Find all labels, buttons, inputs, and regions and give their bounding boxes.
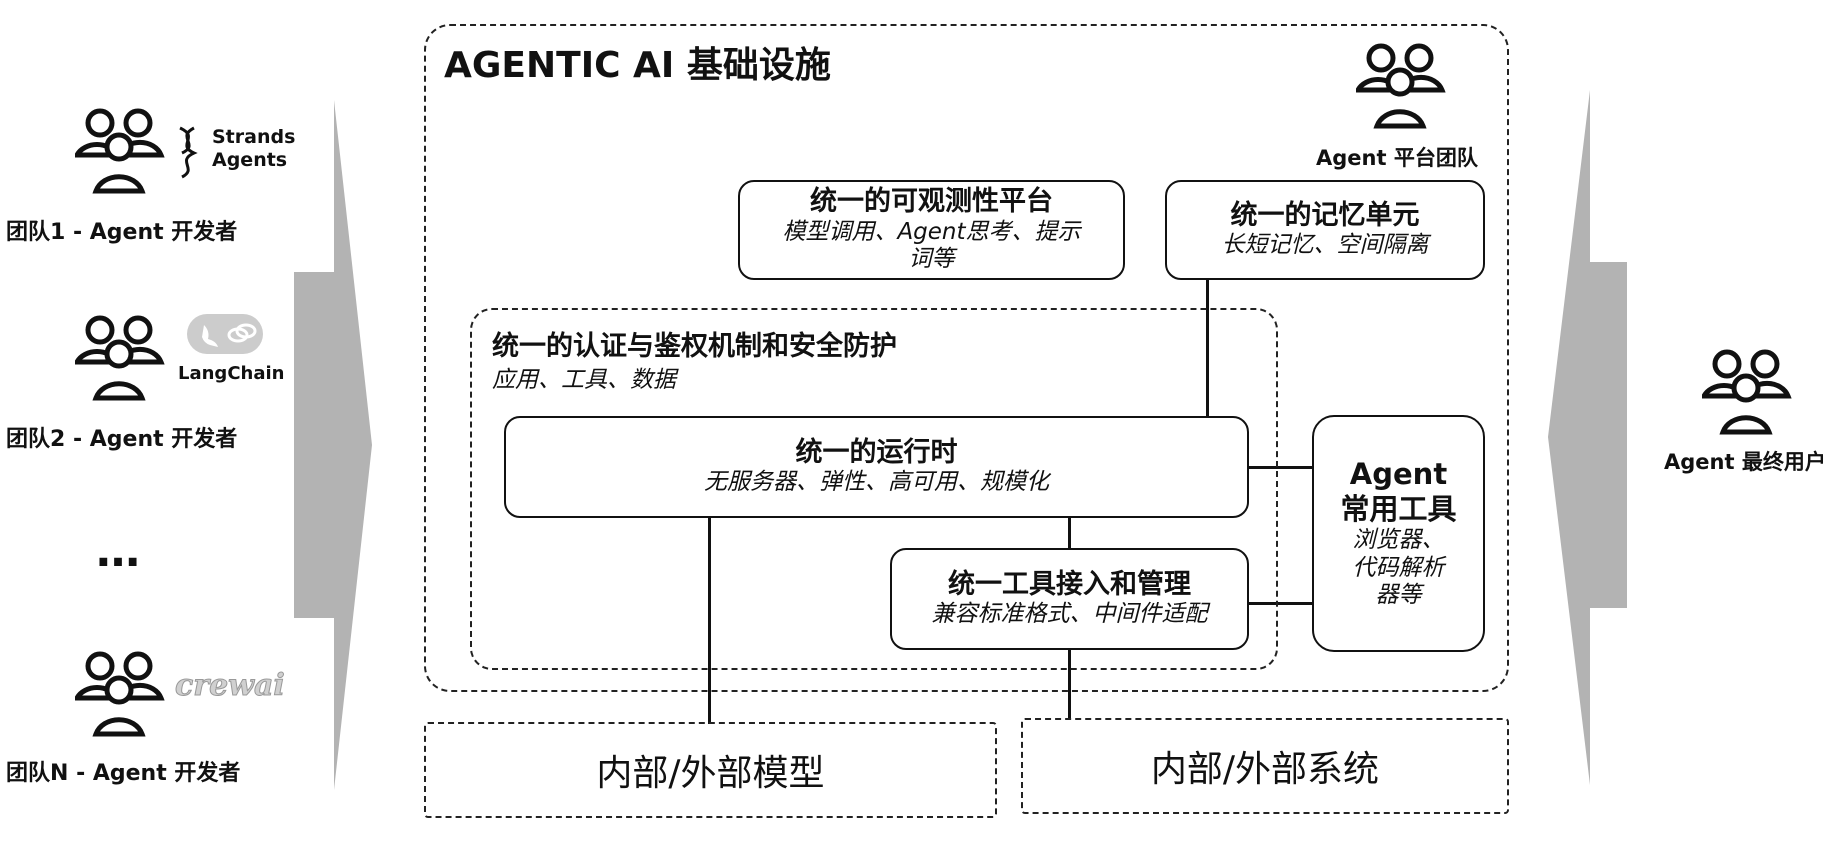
memory-unit-box: 统一的记忆单元 长短记忆、空间隔离	[1165, 180, 1485, 280]
auth-subtitle: 应用、工具、数据	[492, 367, 676, 393]
observability-subtitle-line1: 模型调用、Agent思考、提示	[782, 218, 1081, 245]
observability-subtitle-line2: 词等	[908, 246, 955, 273]
runtime-subtitle: 无服务器、弹性、高可用、规模化	[704, 469, 1049, 496]
models-label: 内部/外部模型	[596, 753, 825, 794]
auth-security-container	[470, 308, 1278, 670]
memory-subtitle: 长短记忆、空间隔离	[1221, 232, 1429, 259]
systems-box: 内部/外部系统	[1021, 718, 1509, 814]
end-users-icon	[1702, 346, 1792, 436]
platform-team-icon	[1356, 40, 1446, 130]
teamn-people-icon	[75, 648, 165, 738]
toolmgmt-systems-connector	[1068, 648, 1071, 720]
more-teams-ellipsis: …	[96, 526, 140, 577]
strands-logo-icon	[179, 126, 198, 179]
end-users-label: Agent 最终用户	[1664, 450, 1826, 474]
systems-label: 内部/外部系统	[1150, 749, 1380, 790]
runtime-models-connector	[708, 516, 711, 724]
memory-runtime-connector	[1206, 278, 1209, 418]
common-tools-title-line1: Agent	[1349, 457, 1448, 492]
runtime-title: 统一的运行时	[795, 437, 958, 468]
common-tools-title-line2: 常用工具	[1340, 492, 1457, 527]
langchain-logo-icon	[187, 314, 263, 354]
crewai-logo: crewai	[175, 668, 286, 704]
runtime-tools-connector	[1247, 466, 1314, 469]
runtime-box: 统一的运行时 无服务器、弹性、高可用、规模化	[504, 416, 1249, 518]
tool-management-box: 统一工具接入和管理 兼容标准格式、中间件适配	[890, 548, 1249, 650]
team2-people-icon	[75, 312, 165, 402]
common-tools-subtitle-line2: 代码解析	[1352, 554, 1445, 581]
observability-platform-box: 统一的可观测性平台 模型调用、Agent思考、提示 词等	[738, 180, 1125, 280]
models-box: 内部/外部模型	[424, 722, 997, 818]
team2-label: 团队2 - Agent 开发者	[6, 427, 238, 452]
auth-title: 统一的认证与鉴权机制和安全防护	[492, 331, 897, 362]
langchain-logo-text: LangChain	[178, 363, 285, 384]
platform-team-label: Agent 平台团队	[1316, 146, 1478, 170]
team1-people-icon	[75, 105, 165, 195]
common-tools-subtitle-line1: 浏览器、	[1352, 526, 1445, 553]
strands-logo-text: Strands Agents	[212, 126, 296, 171]
tool-management-subtitle: 兼容标准格式、中间件适配	[931, 601, 1208, 628]
memory-title: 统一的记忆单元	[1230, 200, 1420, 231]
infrastructure-title: AGENTIC AI 基础设施	[444, 45, 831, 86]
toolmgmt-tools-connector	[1247, 602, 1314, 605]
infrastructure-container	[424, 24, 1509, 692]
team1-label: 团队1 - Agent 开发者	[6, 220, 238, 245]
tool-management-title: 统一工具接入和管理	[948, 569, 1191, 600]
common-tools-subtitle-line3: 器等	[1375, 582, 1422, 609]
observability-title: 统一的可观测性平台	[810, 186, 1053, 218]
common-tools-box: Agent 常用工具 浏览器、 代码解析 器等	[1312, 415, 1485, 652]
teamn-label: 团队N - Agent 开发者	[6, 761, 241, 786]
runtime-toolmgmt-connector	[1068, 516, 1071, 550]
